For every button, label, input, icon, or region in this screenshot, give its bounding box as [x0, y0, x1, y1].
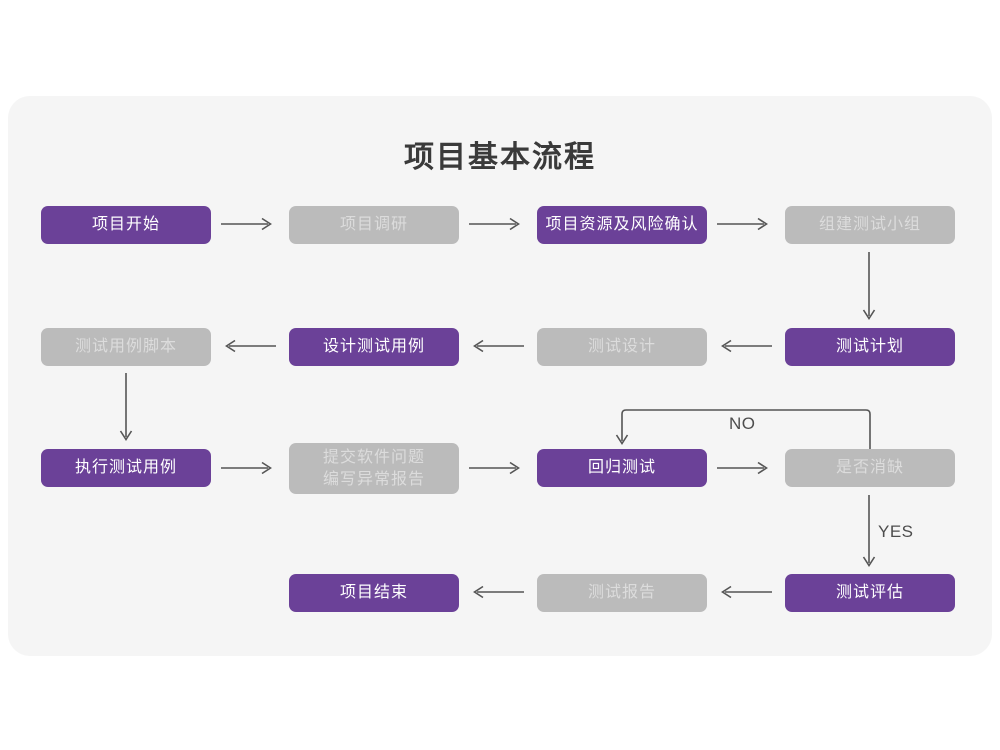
node-defect-cleared[interactable]: 是否消缺: [785, 449, 955, 487]
arrow-left-2: [469, 339, 524, 353]
arrow-down-col1-row2: [119, 373, 133, 445]
node-test-evaluation[interactable]: 测试评估: [785, 574, 955, 612]
arrow-right-6: [717, 461, 772, 475]
edge-no-feedback-loop: [615, 405, 877, 449]
arrow-left-5: [717, 585, 772, 599]
node-project-start[interactable]: 项目开始: [41, 206, 211, 244]
arrow-left-1: [221, 339, 276, 353]
node-design-test-case[interactable]: 设计测试用例: [289, 328, 459, 366]
node-test-report[interactable]: 测试报告: [537, 574, 707, 612]
node-test-plan[interactable]: 测试计划: [785, 328, 955, 366]
arrow-right-5: [469, 461, 524, 475]
node-form-test-team[interactable]: 组建测试小组: [785, 206, 955, 244]
arrow-right-2: [469, 217, 524, 231]
node-project-end[interactable]: 项目结束: [289, 574, 459, 612]
edge-label-no: NO: [729, 414, 756, 433]
arrow-right-3: [717, 217, 772, 231]
arrow-right-1: [221, 217, 276, 231]
arrow-left-4: [469, 585, 524, 599]
edge-label-yes: YES: [878, 522, 914, 541]
page-title: 项目基本流程: [404, 141, 596, 174]
node-regression-test[interactable]: 回归测试: [537, 449, 707, 487]
arrow-left-3: [717, 339, 772, 353]
node-test-design[interactable]: 测试设计: [537, 328, 707, 366]
content-card: [8, 96, 992, 656]
node-test-case-script[interactable]: 测试用例脚本: [41, 328, 211, 366]
node-submit-issue-report[interactable]: 提交软件问题 编写异常报告: [289, 443, 459, 494]
node-resource-risk-confirm[interactable]: 项目资源及风险确认: [537, 206, 707, 244]
node-execute-test-case[interactable]: 执行测试用例: [41, 449, 211, 487]
arrow-down-col4-row1: [862, 252, 876, 324]
node-project-research[interactable]: 项目调研: [289, 206, 459, 244]
arrow-right-4: [221, 461, 276, 475]
arrow-down-col4-row3-yes: [862, 495, 876, 571]
